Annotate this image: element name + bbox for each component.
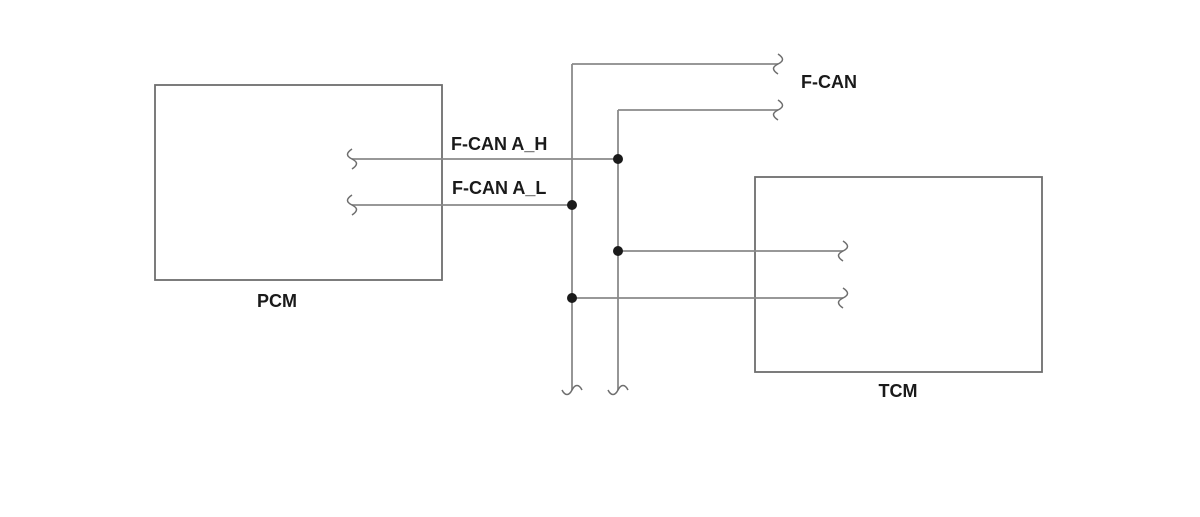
pcm-label: PCM [257,291,297,311]
junction-dot [613,154,623,164]
wire-break-symbol [561,384,583,396]
tcm-label: TCM [879,381,918,401]
f-can-low-label: F-CAN A_L [452,178,546,198]
tcm-module-box [754,176,1043,373]
wire-break-symbol [772,99,784,121]
wire-break-symbol [607,384,629,396]
pcm-module-box [154,84,443,281]
junction-dot [613,246,623,256]
junction-dot [567,200,577,210]
junction-dot [567,293,577,303]
wire-break-symbol [837,287,849,309]
f-can-high-label: F-CAN A_H [451,134,547,154]
wire-break-symbol [346,194,358,216]
wire-break-symbol [346,148,358,170]
wire-break-symbol [837,240,849,262]
f-can-bus-label: F-CAN [801,72,857,92]
wire-break-symbol [772,53,784,75]
